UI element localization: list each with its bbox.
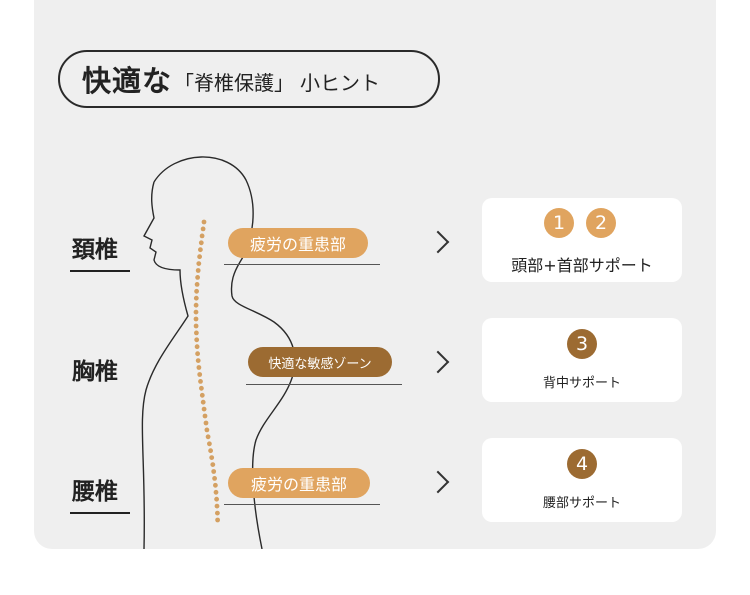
spine-dot: [194, 330, 199, 336]
spine-dot: [215, 517, 221, 523]
card-back-label: 背中サポート: [542, 376, 621, 391]
card-head-neck-label: 頭部+首部サポート: [511, 256, 653, 275]
silhouette-outline: [153, 156, 296, 549]
spine-dot: [213, 489, 219, 495]
spine-dot: [215, 510, 220, 516]
spine-dot: [214, 496, 220, 502]
tag-thoracic: 快適な敏感ゾーン: [248, 347, 392, 377]
spine-dot: [207, 441, 212, 447]
region-thoracic: 胸椎: [72, 352, 118, 386]
spine-dot: [197, 254, 203, 260]
title-pill: 快適な 「脊椎保護」 小ヒント: [58, 50, 440, 108]
spine-dot: [198, 240, 204, 246]
spine-dot: [193, 316, 199, 322]
tag-thoracic-underline: [246, 384, 402, 385]
tag-lumbar-underline: [224, 504, 380, 505]
tag-thoracic-label: 快適な敏感ゾーン: [268, 356, 372, 372]
tag-lumbar: 疲労の重患部: [228, 468, 370, 498]
spine-dot: [199, 233, 205, 239]
spine-dot: [208, 448, 214, 454]
spine-dot: [193, 323, 199, 329]
spine-dot: [193, 302, 199, 308]
spine-dot: [197, 372, 203, 377]
spine-dot: [193, 295, 199, 301]
infographic-panel: 快適な 「脊椎保護」 小ヒント 頚椎 胸椎 腰椎 疲労の重患部 快適な敏感ゾーン…: [34, 0, 716, 549]
tag-cervical-label: 疲労の重患部: [249, 235, 346, 254]
spine-dot: [195, 351, 201, 357]
spine-dot: [198, 379, 203, 384]
tag-cervical-underline: [224, 264, 380, 265]
spine-dot: [196, 365, 202, 370]
spine-dot: [214, 503, 220, 509]
badge-4: 4: [567, 449, 597, 479]
spine-dots: [193, 219, 221, 523]
spine-dot: [200, 399, 206, 405]
title-main: 快適な: [82, 64, 173, 98]
spine-dot: [209, 455, 215, 460]
card-head-neck: 1 2 頭部+首部サポート: [482, 198, 682, 282]
face-outline: [141, 181, 189, 549]
region-thoracic-label: 胸椎: [72, 359, 118, 385]
tag-lumbar-label: 疲労の重患部: [250, 475, 347, 494]
spine-dot: [201, 219, 207, 225]
spine-dot: [201, 406, 207, 412]
body-silhouette: [141, 156, 296, 549]
region-cervical: 頚椎: [70, 230, 130, 272]
region-lumbar-underline: [70, 512, 130, 514]
spine-dot: [195, 268, 201, 273]
spine-dot: [194, 344, 200, 350]
card-waist: 4 腰部サポート: [482, 438, 682, 522]
spine-dot: [199, 385, 204, 391]
badge-3: 3: [567, 329, 597, 359]
card-waist-label: 腰部サポート: [542, 496, 621, 511]
spine-dot: [194, 282, 200, 287]
spine-dot: [205, 434, 211, 440]
spine-dot: [200, 226, 206, 232]
badge-2: 2: [586, 208, 616, 238]
spine-dot: [204, 427, 210, 433]
spine-dot: [211, 469, 217, 474]
region-lumbar: 腰椎: [70, 472, 130, 514]
spine-dot: [194, 288, 200, 294]
region-lumbar-label: 腰椎: [72, 479, 118, 505]
card-back: 3 背中サポート: [482, 318, 682, 402]
spine-dot: [212, 476, 218, 481]
spine-dot: [194, 337, 200, 343]
spine-dot: [196, 261, 202, 266]
spine-dot: [210, 462, 216, 467]
title-tail: 小ヒント: [300, 70, 381, 95]
spine-dot: [202, 413, 208, 419]
spine-dot: [203, 420, 209, 426]
spine-dot: [199, 392, 205, 398]
badge-1: 1: [544, 208, 574, 238]
spine-dot: [195, 275, 201, 280]
spine-dot: [198, 247, 203, 253]
region-cervical-underline: [70, 270, 130, 272]
spine-dot: [213, 482, 218, 488]
tag-cervical: 疲労の重患部: [228, 228, 368, 258]
spine-dot: [195, 358, 201, 363]
title-sub: 「脊椎保護」: [174, 70, 295, 95]
spine-dot: [193, 309, 199, 315]
region-cervical-label: 頚椎: [72, 237, 118, 263]
